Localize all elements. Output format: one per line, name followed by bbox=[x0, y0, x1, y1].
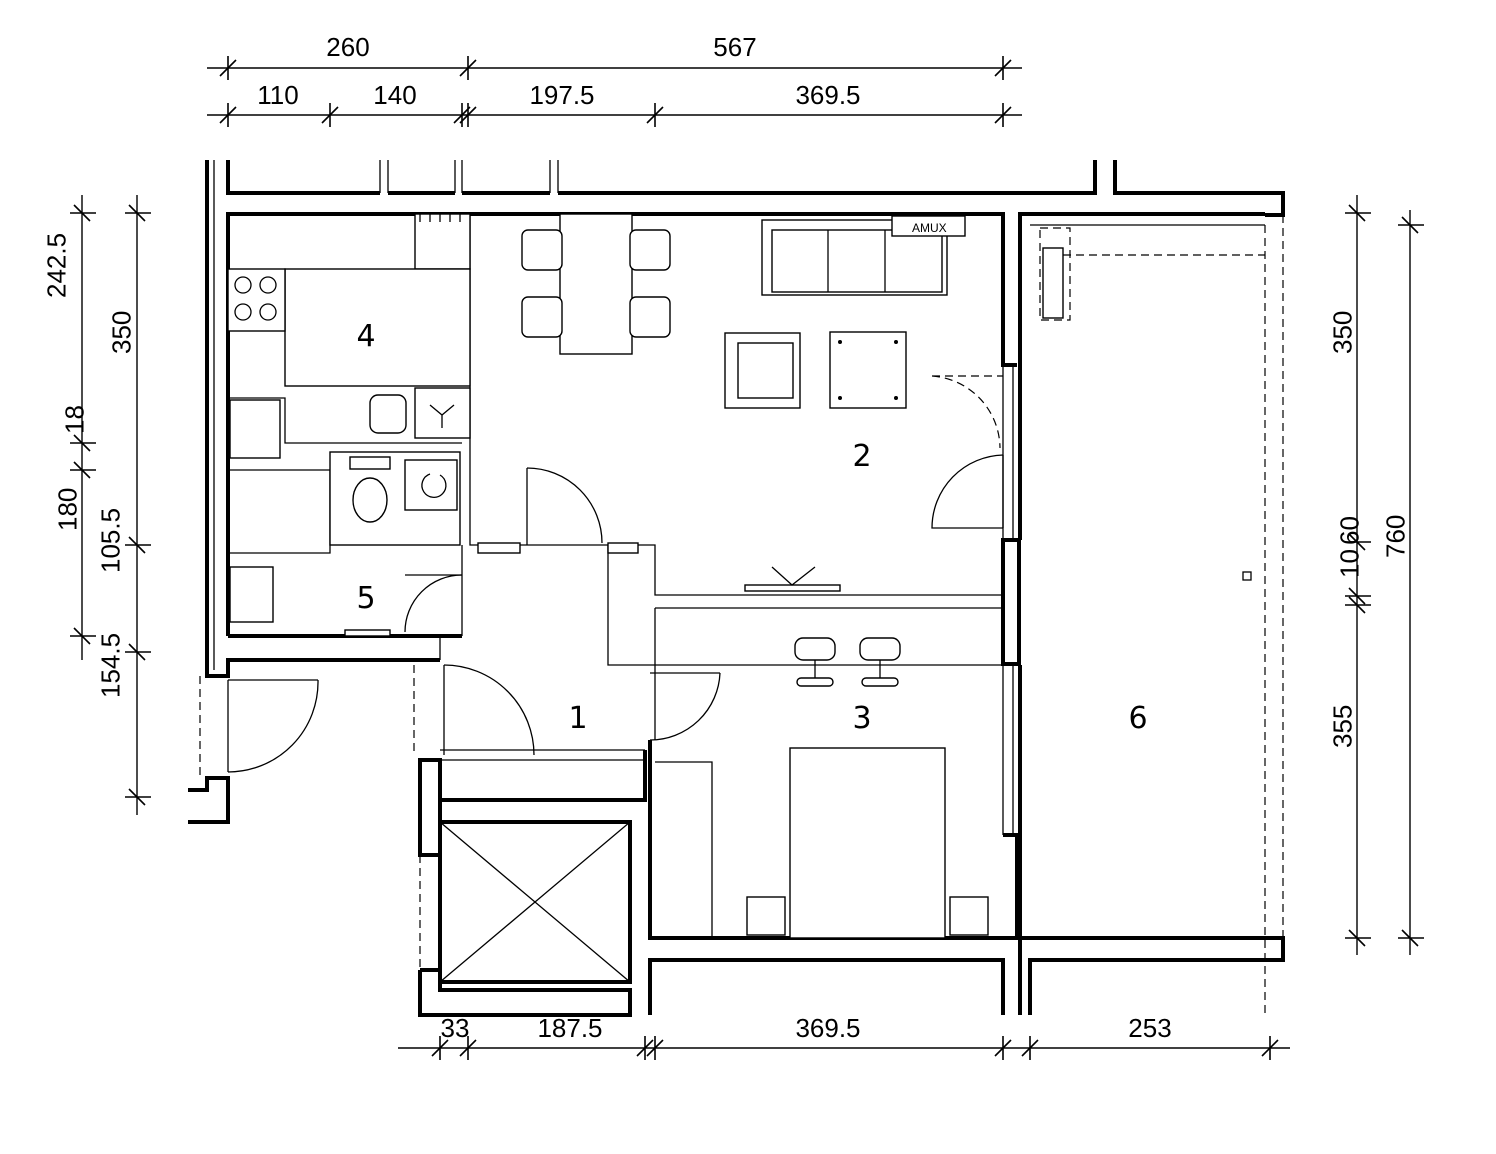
dim-label: 105.5 bbox=[95, 508, 125, 573]
dim-label: 140 bbox=[373, 80, 416, 110]
tv-stand bbox=[744, 566, 841, 592]
sofa: AMUX bbox=[761, 215, 966, 296]
dining-table bbox=[521, 213, 671, 355]
right-dimension-outer: 760 bbox=[1380, 210, 1424, 955]
dim-label: 10 bbox=[1335, 549, 1365, 578]
furniture: AMUX bbox=[227, 213, 1265, 939]
dim-label: 369.5 bbox=[795, 80, 860, 110]
dim-label: 180 bbox=[52, 488, 82, 531]
room-5-label: 5 bbox=[356, 581, 375, 616]
left-dimension-inner: 350 105.5 154.5 bbox=[95, 195, 151, 815]
dim-label: 18 bbox=[60, 405, 90, 434]
dim-label: 242.5 bbox=[41, 233, 71, 298]
dim-label: 350 bbox=[1327, 311, 1357, 354]
dim-label: 760 bbox=[1380, 515, 1410, 558]
balcony-door[interactable] bbox=[931, 375, 1004, 529]
dim-label: 260 bbox=[326, 32, 369, 62]
top-dimension-detail: 110 140 197.5 369.5 bbox=[207, 80, 1022, 127]
dim-label: 355 bbox=[1327, 705, 1357, 748]
top-dimension-overall: 260 567 bbox=[207, 32, 1022, 80]
desk-chairs bbox=[794, 637, 901, 687]
door-room-1[interactable] bbox=[443, 664, 535, 756]
dim-label: 369.5 bbox=[795, 1013, 860, 1043]
bathroom bbox=[228, 451, 639, 637]
right-dimension-inner: 350 10 60 355 bbox=[1327, 195, 1371, 955]
dim-label: 187.5 bbox=[537, 1013, 602, 1043]
room-3-label: 3 bbox=[852, 701, 871, 736]
door-room-2[interactable] bbox=[526, 467, 603, 545]
entrance-door[interactable] bbox=[227, 679, 319, 773]
tv-unit-label: AMUX bbox=[912, 221, 947, 235]
balcony-items bbox=[1039, 227, 1265, 581]
room-labels: 1 2 3 4 5 6 bbox=[356, 319, 1147, 736]
bottom-dimension: 33 187.5 369.5 253 bbox=[398, 1013, 1290, 1060]
coffee-table bbox=[829, 331, 907, 409]
door-room-3[interactable] bbox=[649, 672, 721, 741]
room-2-label: 2 bbox=[852, 439, 871, 474]
bed bbox=[655, 747, 989, 939]
kitchen bbox=[227, 213, 471, 459]
dim-label: 60 bbox=[1335, 516, 1365, 545]
dim-label: 567 bbox=[713, 32, 756, 62]
door-room-5[interactable] bbox=[404, 574, 463, 633]
dim-label: 350 bbox=[106, 311, 136, 354]
walls bbox=[188, 160, 1285, 1017]
dim-label: 110 bbox=[257, 80, 298, 110]
room-1-label: 1 bbox=[568, 701, 587, 736]
stove-icon bbox=[234, 276, 277, 321]
dim-label: 154.5 bbox=[95, 633, 125, 698]
armchair bbox=[724, 332, 801, 409]
left-dimension-outer: 242.5 18 180 bbox=[41, 195, 96, 660]
dim-label: 33 bbox=[441, 1013, 470, 1043]
doors bbox=[227, 375, 1004, 773]
dim-label: 253 bbox=[1128, 1013, 1171, 1043]
dim-label: 197.5 bbox=[529, 80, 594, 110]
room-4-label: 4 bbox=[356, 319, 375, 354]
room-6-label: 6 bbox=[1128, 701, 1147, 736]
